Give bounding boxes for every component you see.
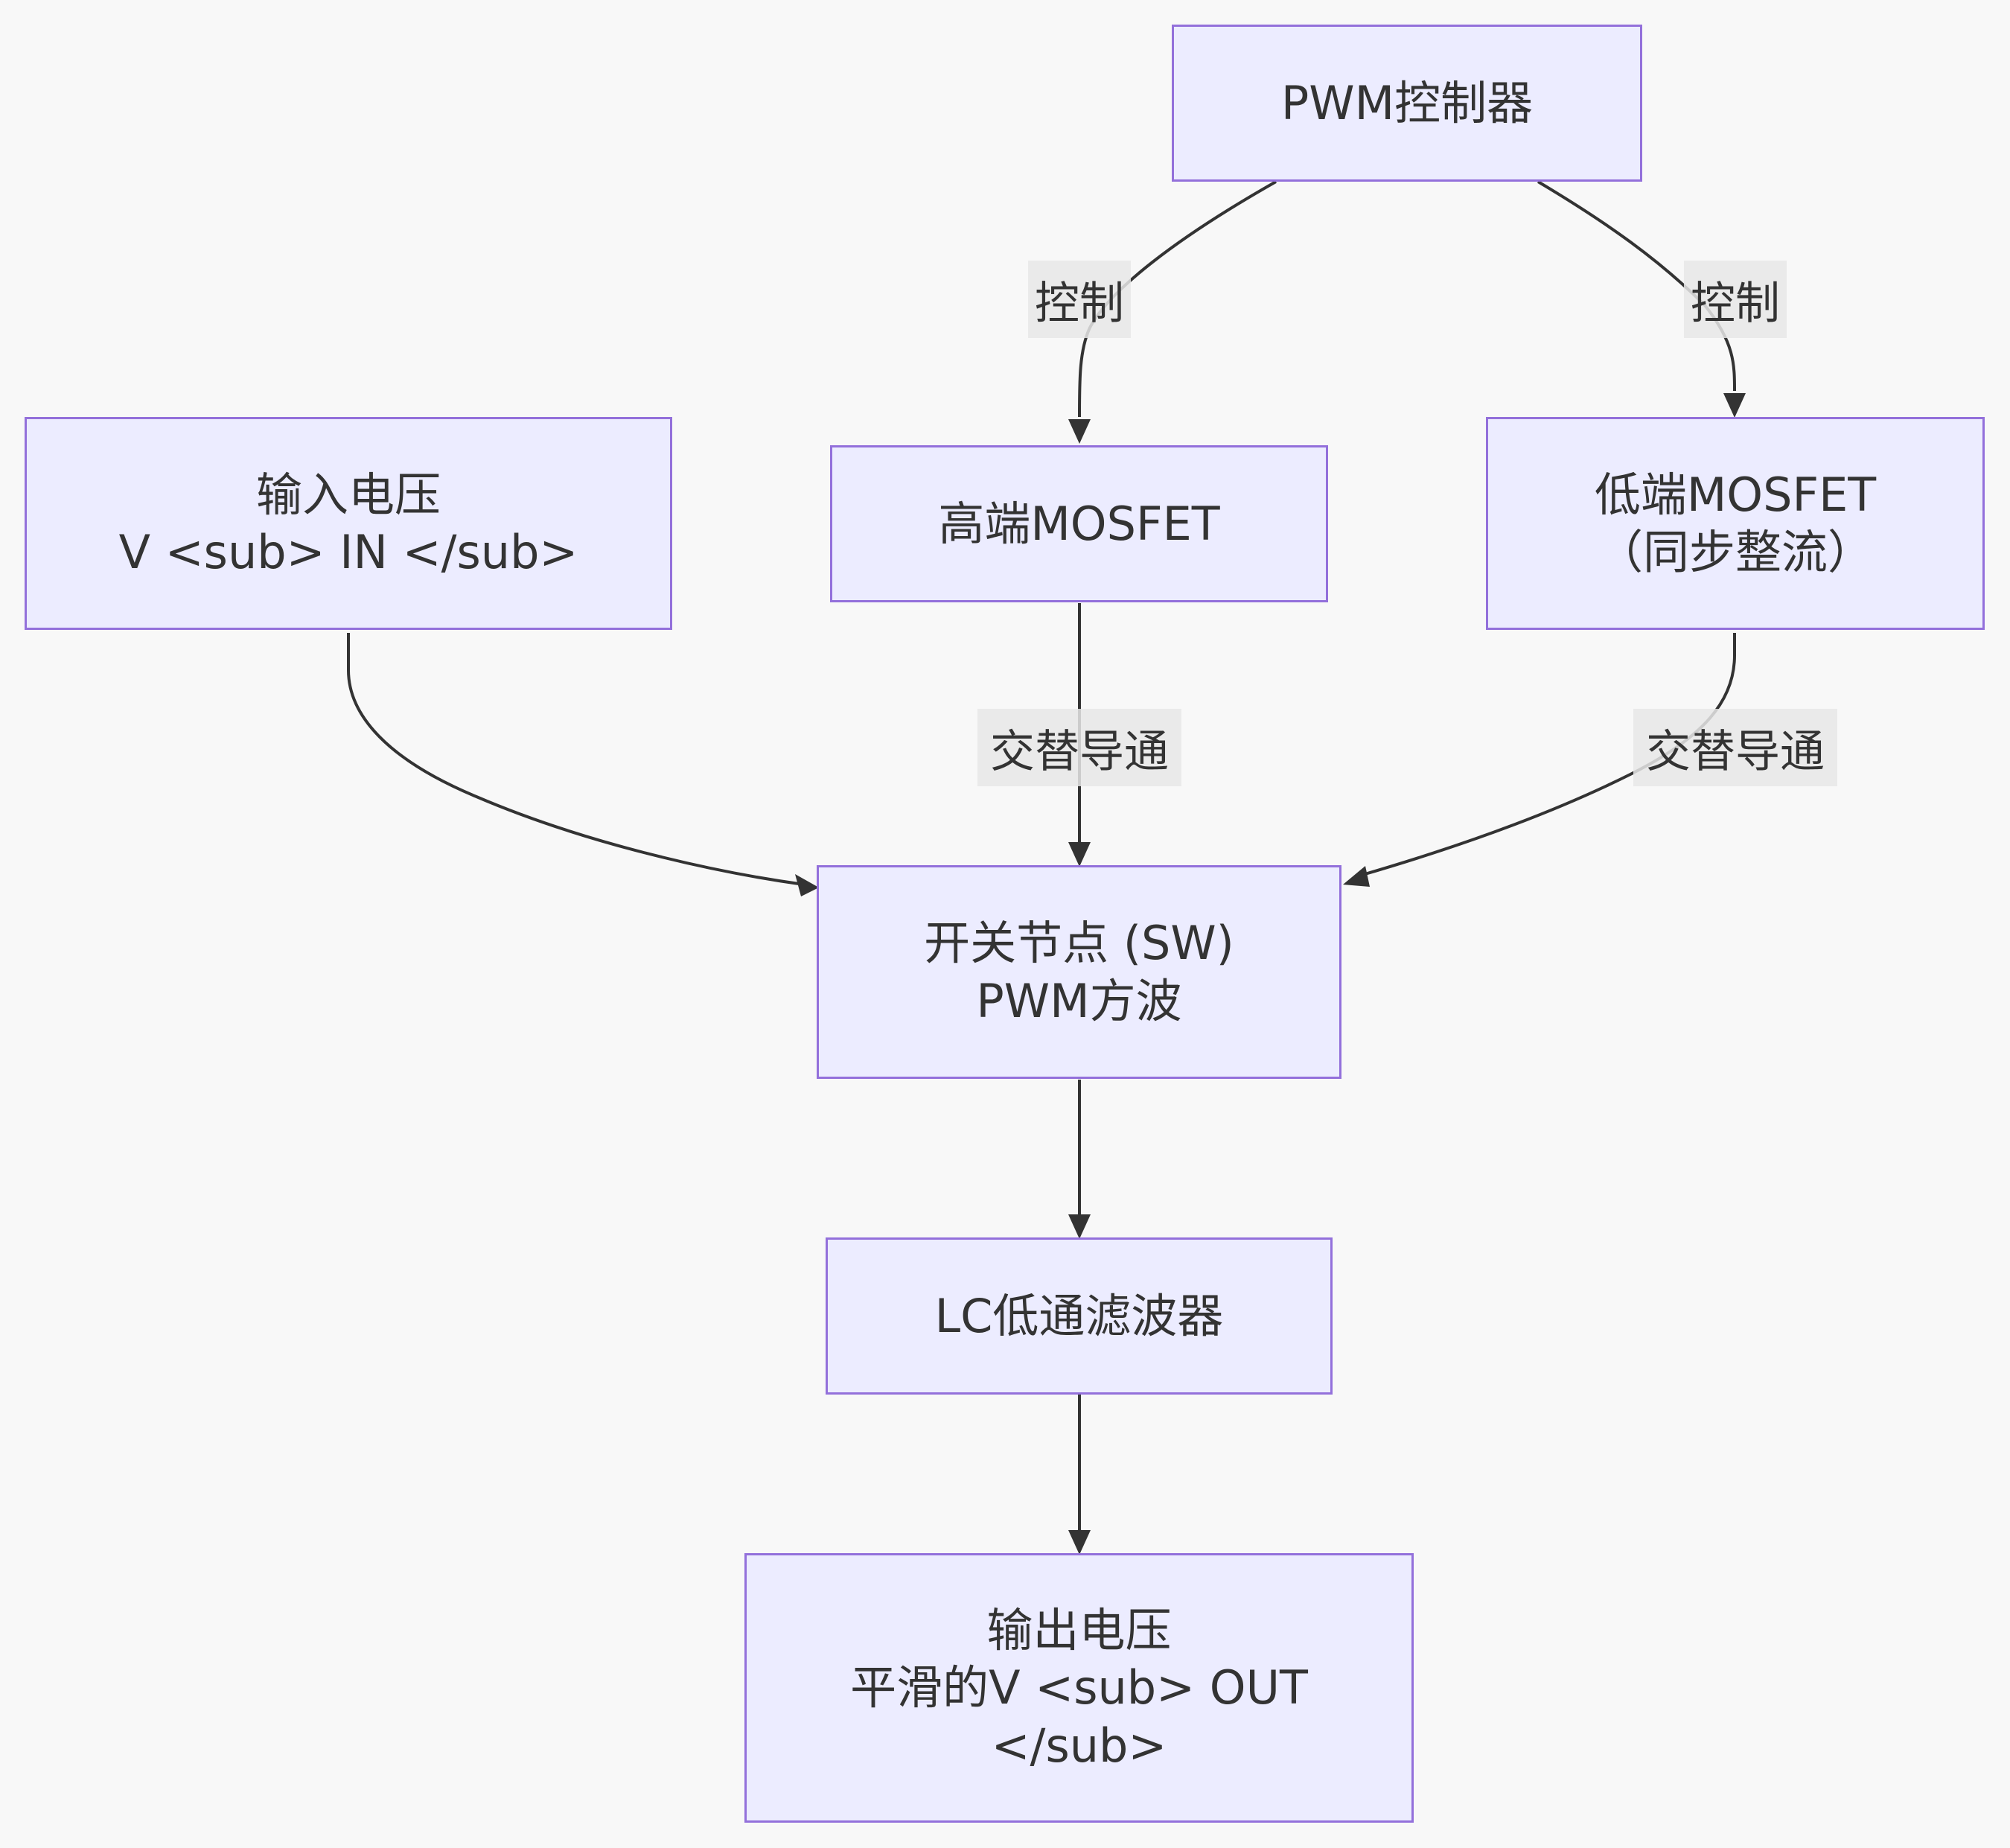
arrowhead-sw-top: [1068, 842, 1091, 867]
node-lc-filter: LC低通滤波器: [826, 1237, 1333, 1395]
node-output-voltage-line2: 平滑的V <sub> OUT: [850, 1660, 1308, 1715]
edge-vin-to-sw: [347, 633, 805, 886]
node-switch-node-line1: 开关节点 (SW): [924, 916, 1234, 970]
arrowhead-lowside: [1723, 393, 1746, 418]
node-output-voltage-line1: 输出电压: [986, 1602, 1172, 1657]
node-highside-mosfet-label: 高端MOSFET: [938, 496, 1220, 551]
node-switch-node-line2: PWM方波: [976, 973, 1182, 1028]
node-input-voltage-line2: V <sub> IN </sub>: [118, 525, 578, 579]
node-lowside-mosfet: 低端MOSFET （同步整流）: [1486, 417, 1985, 630]
arrowhead-vout: [1068, 1530, 1091, 1555]
edge-lowside-to-sw: [1362, 633, 1736, 876]
edge-label-pwm-lowside: 控制: [1684, 261, 1787, 338]
arrowhead-sw-right: [1343, 866, 1370, 887]
node-input-voltage: 输入电压 V <sub> IN </sub>: [25, 417, 672, 630]
arrowhead-sw-left: [795, 874, 819, 896]
node-switch-node: 开关节点 (SW) PWM方波: [817, 865, 1341, 1079]
node-highside-mosfet: 高端MOSFET: [830, 445, 1328, 602]
node-input-voltage-line1: 输入电压: [255, 467, 441, 522]
node-pwm-controller-label: PWM控制器: [1280, 75, 1534, 130]
edge-label-highside-sw: 交替导通: [977, 709, 1181, 786]
arrowhead-highside: [1068, 419, 1091, 444]
node-lowside-mosfet-line2: （同步整流）: [1596, 525, 1874, 579]
edge-label-lowside-sw: 交替导通: [1633, 709, 1837, 786]
node-pwm-controller: PWM控制器: [1172, 25, 1642, 182]
arrowhead-lc: [1068, 1214, 1091, 1239]
node-lowside-mosfet-line1: 低端MOSFET: [1594, 467, 1877, 522]
node-output-voltage-line3: </sub>: [991, 1718, 1167, 1773]
node-lc-filter-label: LC低通滤波器: [934, 1288, 1224, 1343]
edge-label-pwm-highside: 控制: [1028, 261, 1131, 338]
node-output-voltage: 输出电压 平滑的V <sub> OUT </sub>: [744, 1553, 1414, 1823]
